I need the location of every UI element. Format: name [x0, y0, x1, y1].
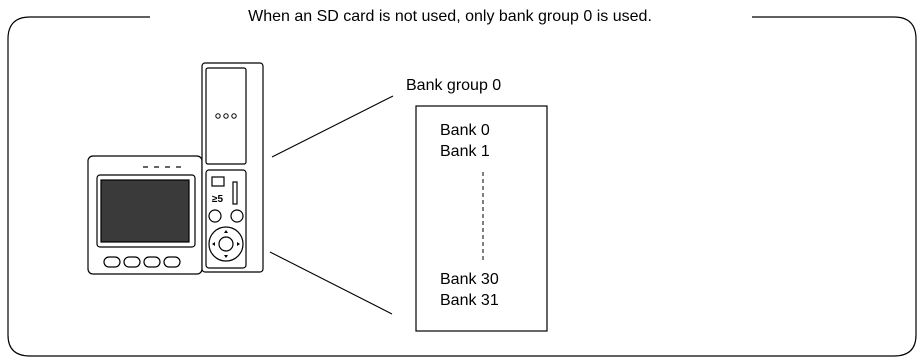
function-buttons: [103, 256, 181, 268]
sd-card-cover: [205, 67, 247, 165]
dpad-center-button: [218, 236, 234, 252]
connector-line-bottom: [269, 251, 393, 315]
connector-line-top: [271, 95, 394, 158]
dpad-arrows: [212, 230, 240, 258]
controller-device: ≥5: [87, 62, 264, 275]
bank-label: Bank 0: [440, 122, 490, 139]
sd-slot: [232, 181, 238, 205]
round-button-left: [208, 209, 222, 223]
diagram-caption: When an SD card is not used, only bank g…: [155, 6, 745, 28]
lcd-screen-bezel: [96, 174, 196, 248]
bank-group-box: [415, 105, 548, 332]
bank-label: Bank 30: [440, 271, 499, 288]
round-button-right: [230, 209, 244, 223]
bank-label: Bank 31: [440, 292, 499, 309]
lcd-screen: [100, 179, 190, 243]
sd-card-icon: [211, 176, 225, 187]
control-area: [205, 169, 247, 269]
bank-group-label: Bank group 0: [406, 77, 502, 94]
dpad-icon: [208, 226, 244, 262]
cover-dots: [215, 113, 237, 119]
svg-text:≥5: ≥5: [212, 194, 223, 205]
frame-border: [7, 16, 917, 357]
bank-label: Bank 1: [440, 143, 490, 160]
